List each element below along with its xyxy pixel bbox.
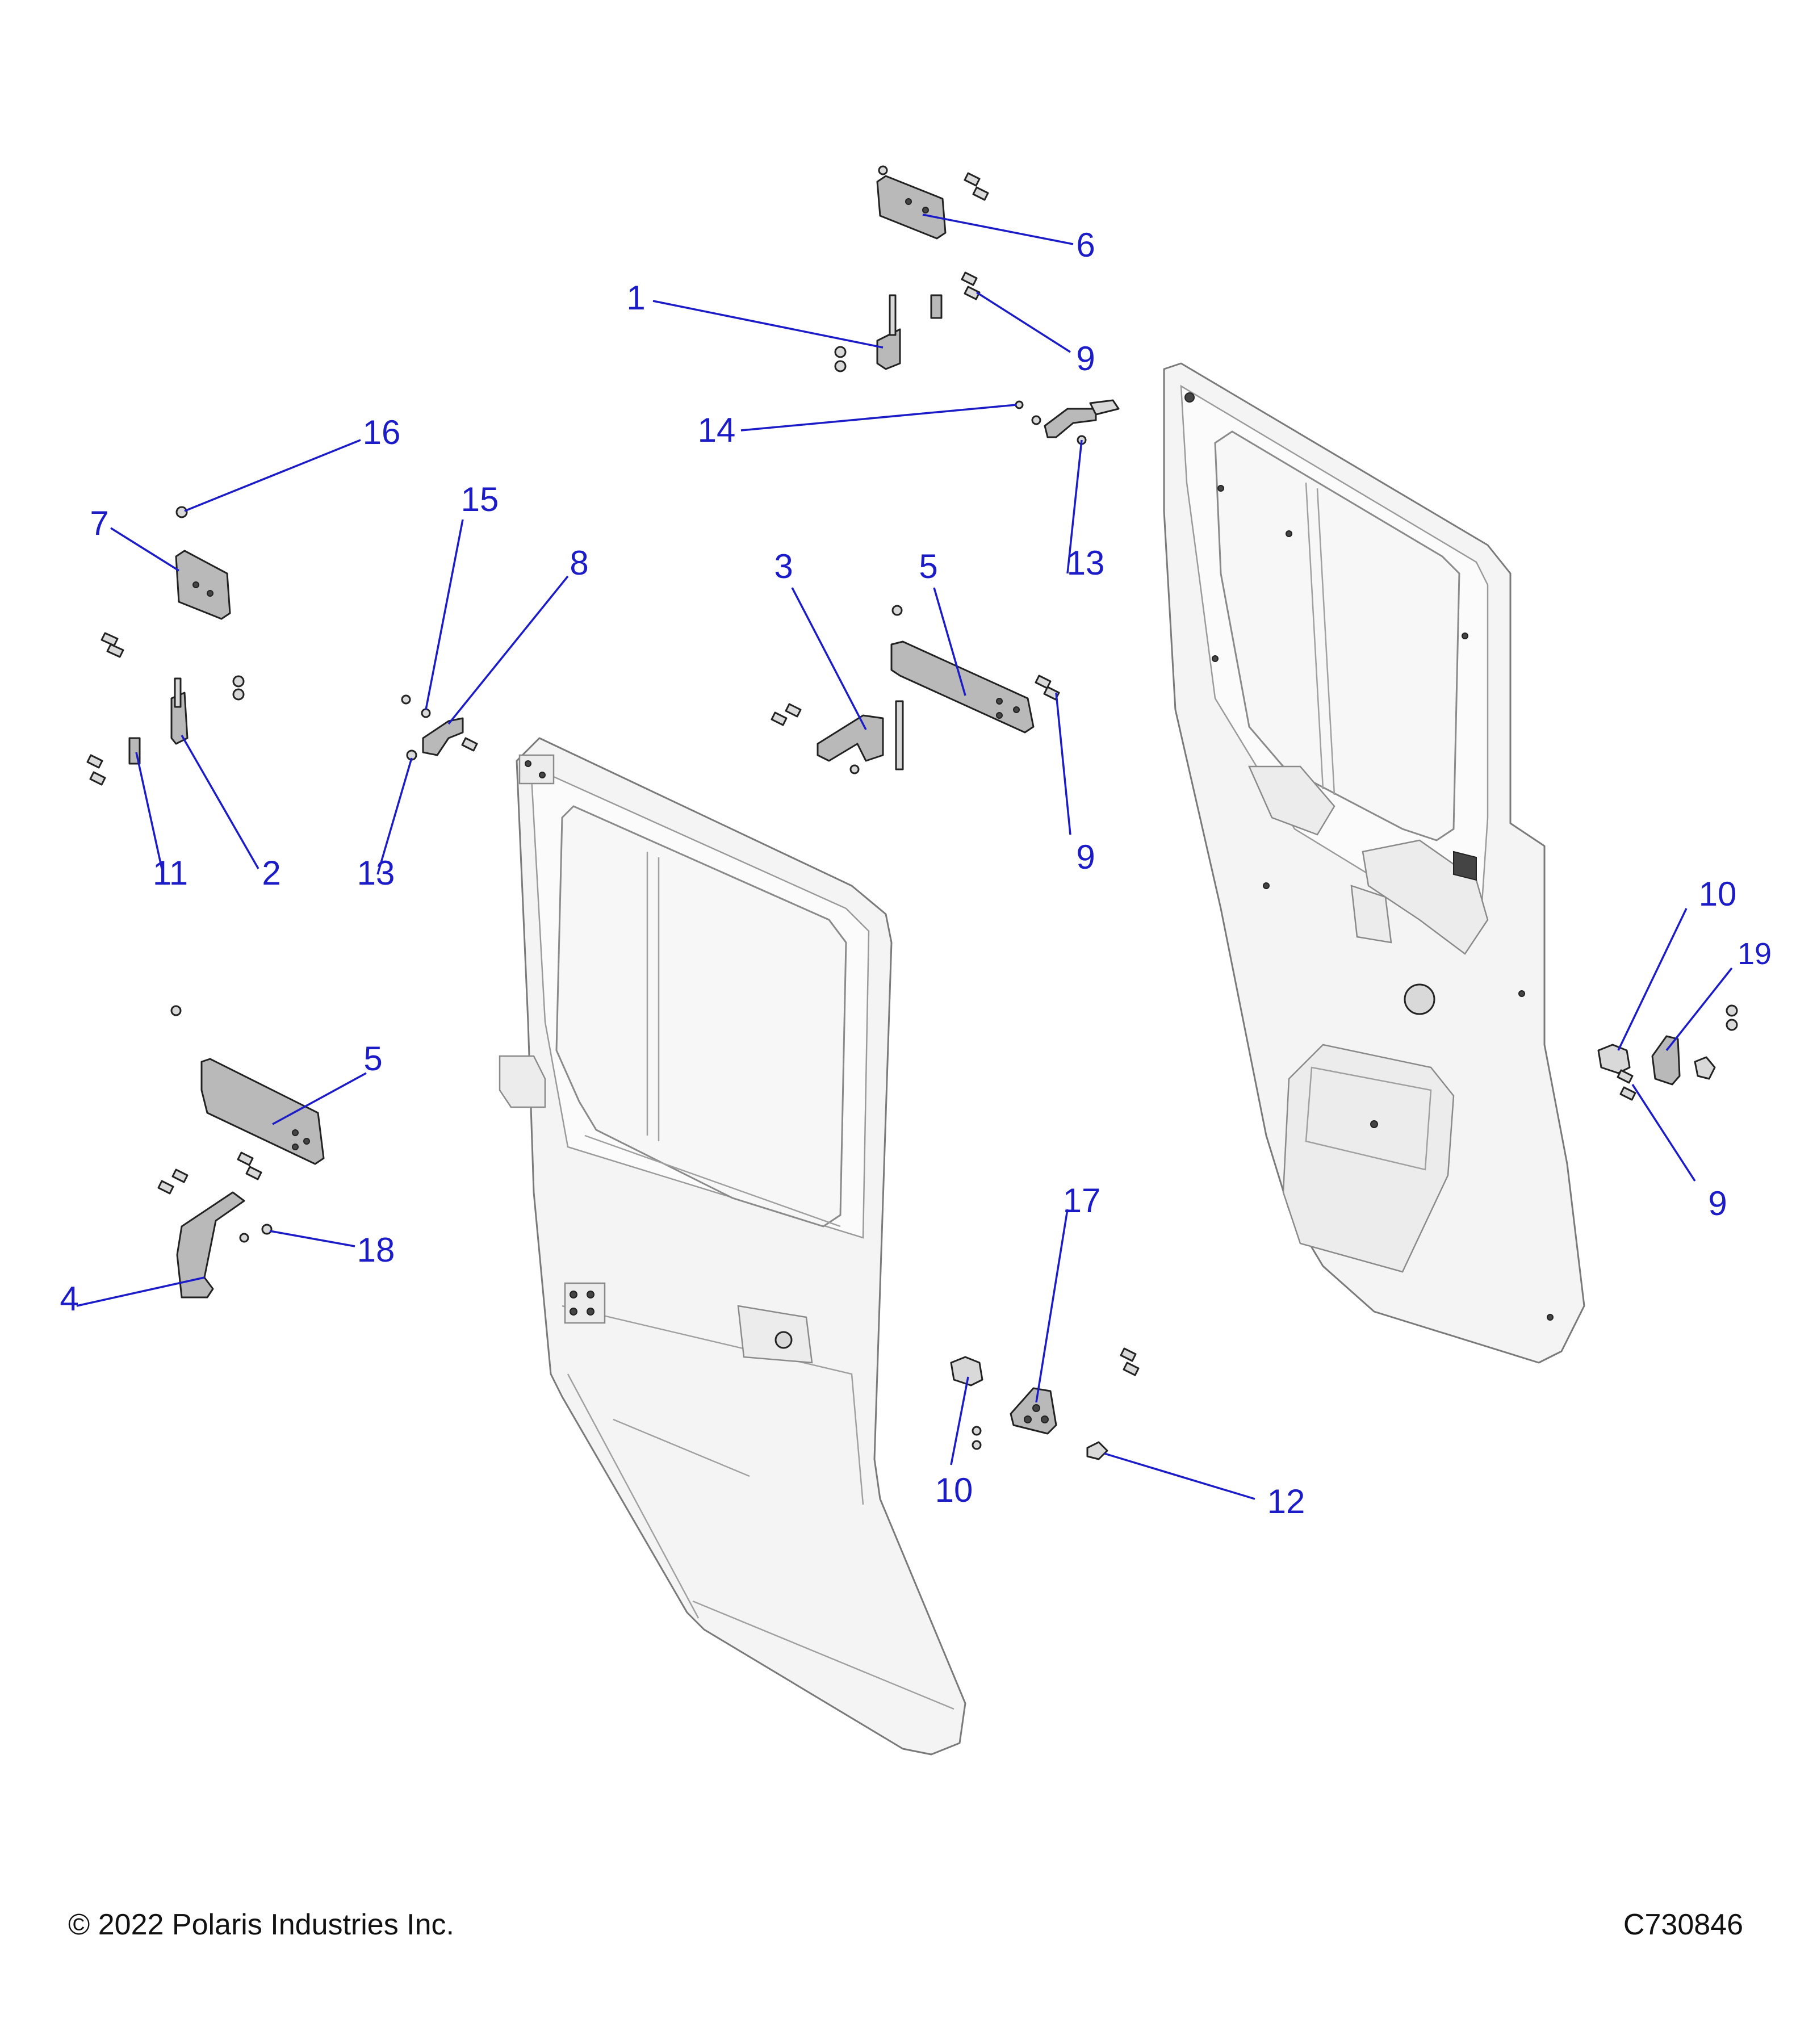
callout-5-upper: 5 <box>919 547 937 585</box>
part-19-bracket <box>1651 1035 1681 1086</box>
callout-labels: 1 2 3 4 5 5 6 7 8 9 9 9 10 10 11 12 13 1… <box>60 226 1772 1521</box>
callout-3: 3 <box>774 547 793 585</box>
part-3-hinge-bracket <box>817 714 884 762</box>
callout-13-left: 13 <box>357 854 395 892</box>
callout-10-right: 10 <box>1699 875 1737 913</box>
leader-lines <box>76 213 1733 1500</box>
part-10-bolt-right <box>1597 1044 1631 1074</box>
callout-19: 19 <box>1738 937 1772 971</box>
callout-13-top: 13 <box>1067 544 1105 582</box>
callout-2: 2 <box>262 854 280 892</box>
part-10-bolt <box>950 1356 983 1387</box>
callout-14: 14 <box>698 411 736 449</box>
callout-8: 8 <box>570 544 588 582</box>
hardware-parts <box>86 165 1738 1460</box>
part-6-hinge-plate <box>876 175 947 240</box>
callout-17: 17 <box>1063 1182 1101 1220</box>
left-door <box>499 737 966 1756</box>
part-1-hinge <box>876 328 901 370</box>
copyright-text: © 2022 Polaris Industries Inc. <box>68 1908 454 1941</box>
callout-12: 12 <box>1267 1482 1305 1521</box>
callout-9-right: 9 <box>1708 1184 1727 1222</box>
part-4-hinge <box>176 1191 245 1299</box>
part-8-striker <box>422 717 464 756</box>
callout-11: 11 <box>153 854 188 892</box>
callout-16: 16 <box>363 413 401 451</box>
part-14-striker <box>1044 408 1097 438</box>
part-16-washer <box>175 506 188 518</box>
callout-10-lower: 10 <box>935 1471 973 1509</box>
callout-6: 6 <box>1076 226 1095 264</box>
callout-1: 1 <box>626 279 645 317</box>
part-5-hinge-strap-lower <box>200 1058 325 1165</box>
callout-4: 4 <box>60 1280 78 1318</box>
right-door <box>1163 362 1585 1364</box>
callout-15: 15 <box>461 480 499 518</box>
callout-18: 18 <box>357 1231 395 1269</box>
drawing-number: C730846 <box>1623 1908 1743 1941</box>
part-7-hinge-plate <box>175 550 231 620</box>
part-17-bracket <box>1010 1387 1057 1435</box>
part-12-bumper <box>1086 1441 1108 1460</box>
callout-9-top: 9 <box>1076 340 1095 378</box>
callout-5-lower: 5 <box>363 1040 382 1078</box>
callout-9-mid: 9 <box>1076 838 1095 876</box>
callout-7: 7 <box>90 504 108 542</box>
